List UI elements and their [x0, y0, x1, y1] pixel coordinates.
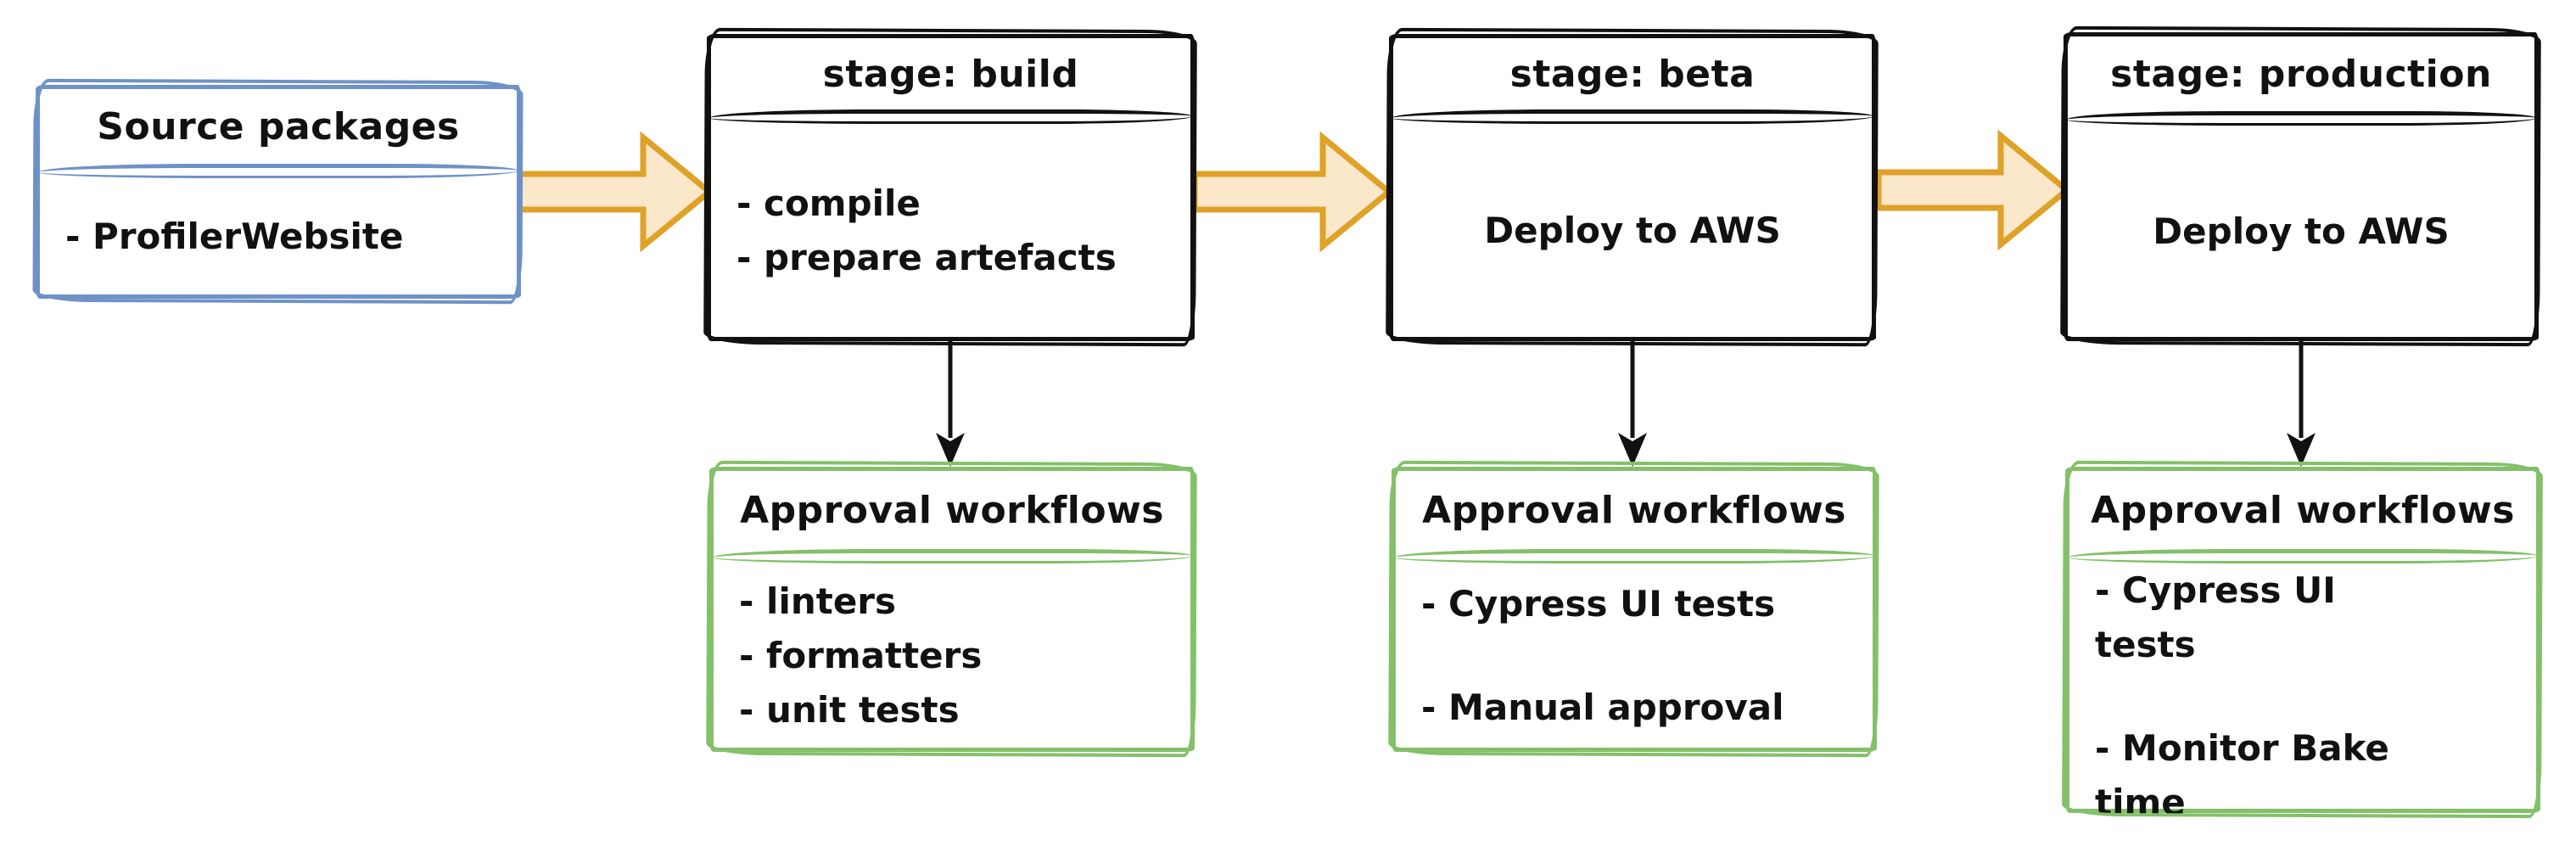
- list-item: - ProfilerWebsite: [65, 215, 404, 257]
- box-title: stage: beta: [1393, 38, 1872, 109]
- check-item: - Manual approval: [1421, 686, 1784, 728]
- task-item: Deploy to AWS: [1484, 209, 1781, 251]
- check-item: - Cypress UI tests: [2095, 569, 2336, 665]
- stage-production-tasks: Deploy to AWS: [2068, 126, 2534, 337]
- connector-build-to-approval: [936, 339, 965, 467]
- stage-beta-title: stage: beta: [1509, 52, 1756, 96]
- box-title: Approval workflows: [714, 471, 1190, 549]
- box-title: stage: build: [711, 38, 1190, 109]
- check-item: - unit tests: [739, 688, 960, 731]
- box-divider: [2066, 111, 2536, 126]
- box-title: Approval workflows: [2069, 471, 2536, 549]
- approval-checks: - Cypress UI tests - Manual approval: [1396, 563, 1873, 748]
- approval-workflows-box-beta: Approval workflows - Cypress UI tests - …: [1392, 467, 1877, 752]
- stage-beta-tasks: Deploy to AWS: [1393, 124, 1872, 337]
- approval-title: Approval workflows: [2091, 488, 2515, 532]
- approval-title: Approval workflows: [1422, 488, 1846, 532]
- box-divider: [1394, 549, 1874, 563]
- box-title: stage: production: [2068, 36, 2534, 111]
- approval-checks: - linters - formatters - unit tests: [714, 563, 1190, 748]
- check-item: - Monitor Bake time: [2095, 727, 2389, 823]
- check-item: - linters: [739, 580, 897, 622]
- box-divider: [38, 164, 518, 178]
- stage-beta-box: stage: beta Deploy to AWS: [1389, 34, 1876, 341]
- flow-arrow-build-to-beta: [1191, 131, 1394, 253]
- check-item: - Cypress UI tests: [1421, 582, 1776, 625]
- stage-production-box: stage: production Deploy to AWS: [2064, 32, 2539, 341]
- connector-beta-to-approval: [1618, 339, 1647, 467]
- approval-title: Approval workflows: [740, 488, 1164, 532]
- box-divider: [2068, 549, 2538, 563]
- stage-build-box: stage: build - compile - prepare artefac…: [707, 34, 1195, 341]
- connector-production-to-approval: [2287, 338, 2316, 467]
- source-packages-box: Source packages - ProfilerWebsite: [36, 85, 521, 299]
- stage-production-title: stage: production: [2110, 52, 2492, 96]
- approval-workflows-box-build: Approval workflows - linters - formatter…: [709, 467, 1195, 752]
- source-packages-list: - ProfilerWebsite: [40, 178, 517, 294]
- box-title: Approval workflows: [1396, 471, 1873, 549]
- approval-workflows-box-production: Approval workflows - Cypress UI tests - …: [2065, 467, 2540, 823]
- source-packages-title: Source packages: [97, 104, 460, 149]
- box-title: Source packages: [40, 89, 517, 164]
- task-item: Deploy to AWS: [2153, 210, 2450, 252]
- approval-checks: - Cypress UI tests - Monitor Bake time: [2069, 563, 2536, 830]
- stage-build-tasks: - compile - prepare artefacts: [711, 124, 1190, 337]
- box-divider: [709, 109, 1192, 124]
- box-divider: [1392, 109, 1873, 124]
- task-item: - compile: [736, 182, 921, 224]
- check-item: - formatters: [739, 634, 983, 676]
- flow-arrow-beta-to-production: [1875, 129, 2072, 251]
- stage-build-title: stage: build: [822, 52, 1079, 96]
- flow-arrow-source-to-build: [509, 131, 714, 253]
- task-item: - prepare artefacts: [736, 236, 1117, 278]
- box-divider: [712, 549, 1192, 563]
